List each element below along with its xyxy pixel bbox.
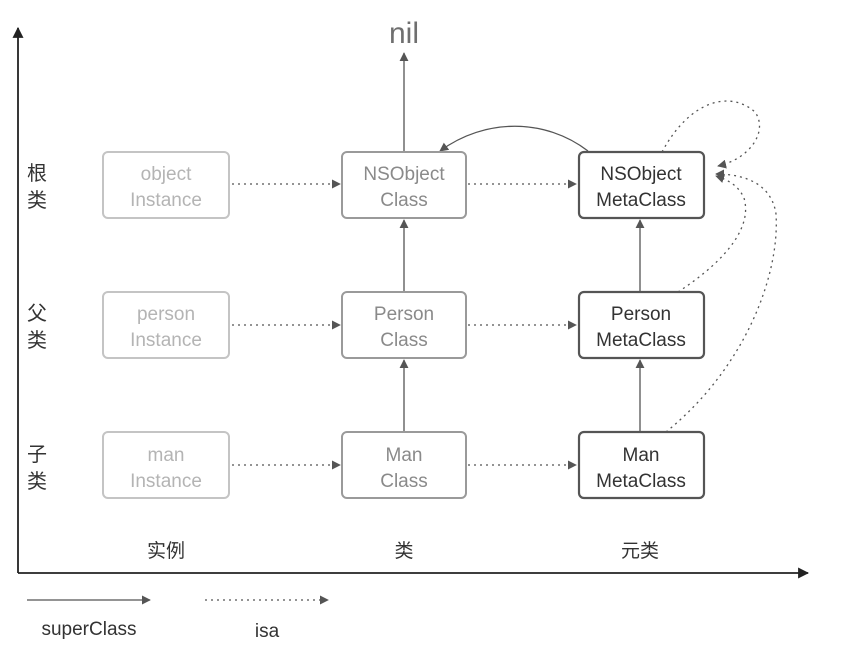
legend-isa: isa [205,595,329,642]
svg-text:NSObject: NSObject [600,164,682,185]
svg-text:MetaClass: MetaClass [596,190,686,211]
legend-superclass: superClass [27,595,151,640]
svg-text:类: 类 [27,188,47,212]
column-label-class: 类 [394,540,413,562]
row-label-root: 根 类 [27,161,47,212]
nsobject-metaclass-box: NSObject MetaClass [577,150,706,220]
row-label-child: 子 类 [27,442,47,493]
column-label-metaclass: 元类 [621,540,659,562]
object-instance-box: object Instance [102,151,230,219]
svg-text:子: 子 [27,442,47,466]
svg-text:person: person [137,304,195,325]
svg-text:Instance: Instance [130,471,202,492]
svg-text:Instance: Instance [130,190,202,211]
person-metaclass-box: Person MetaClass [577,290,706,360]
row-label-parent: 父 类 [27,301,47,352]
svg-text:类: 类 [27,469,47,493]
svg-text:Man: Man [386,445,423,466]
svg-text:MetaClass: MetaClass [596,471,686,492]
svg-text:Person: Person [374,304,434,325]
superclass-arrow-nsobjectmeta-to-nsobjectclass [439,125,589,152]
man-instance-box: man Instance [102,431,230,499]
svg-text:man: man [148,445,185,466]
nil-label: nil [389,17,419,50]
svg-text:Class: Class [380,190,428,211]
svg-text:Class: Class [380,330,428,351]
man-metaclass-box: Man MetaClass [577,430,706,500]
legend-superclass-label: superClass [41,619,136,640]
svg-text:object: object [141,164,192,185]
isa-arrow-personmeta-to-nsobjectmeta [677,174,747,293]
man-class-box: Man Class [341,431,467,499]
isa-arrow-nsobjectmeta-self [661,100,761,169]
svg-text:Instance: Instance [130,330,202,351]
person-instance-box: person Instance [102,291,230,359]
svg-text:类: 类 [27,328,47,352]
svg-text:Class: Class [380,471,428,492]
svg-text:父: 父 [27,301,47,325]
person-class-box: Person Class [341,291,467,359]
svg-text:Person: Person [611,304,671,325]
nsobject-class-box: NSObject Class [341,151,467,219]
svg-text:MetaClass: MetaClass [596,330,686,351]
isa-arrow-manmeta-to-nsobjectmeta [665,169,777,433]
svg-text:Man: Man [623,445,660,466]
legend-isa-label: isa [255,621,280,642]
column-label-instance: 实例 [147,540,185,562]
svg-text:根: 根 [27,161,47,185]
svg-text:NSObject: NSObject [363,164,445,185]
